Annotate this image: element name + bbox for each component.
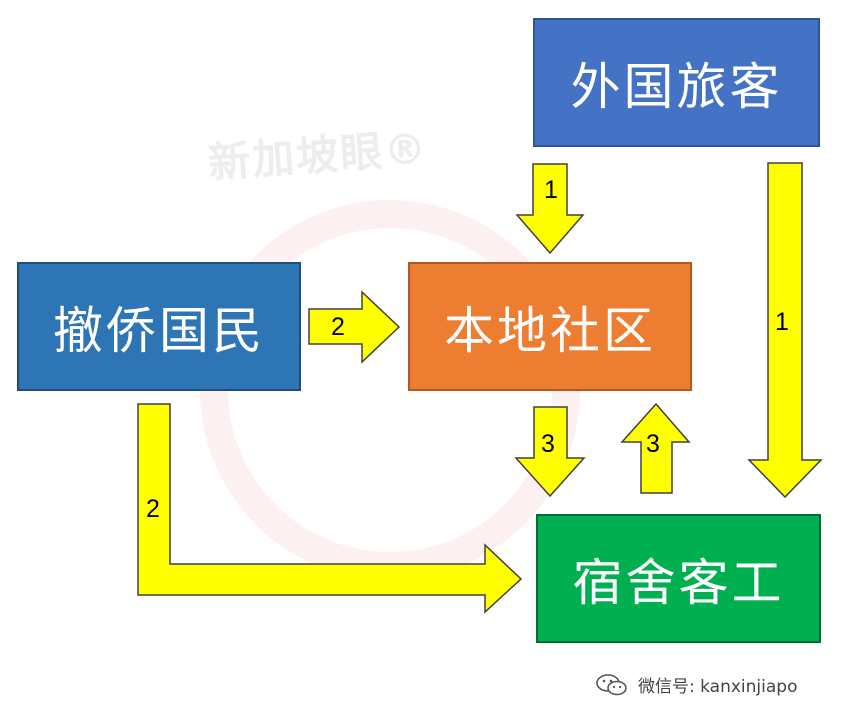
arrow-foreign-to-dorm [747,162,823,499]
wechat-id: 微信号: kanxinjiapo [638,677,798,697]
arrow-evac-to-local [308,290,401,364]
arrow-label-foreign-to-dorm: 1 [775,308,789,336]
wechat-credit: 微信号: kanxinjiapo [594,672,797,697]
node-local-community: 本地社区 [408,262,692,391]
arrow-dorm-to-local [620,402,691,494]
arrow-label-foreign-to-local: 1 [544,176,558,204]
arrow-label-evac-to-dorm: 2 [146,495,160,523]
node-dorm-workers: 宿舍客工 [536,514,821,643]
node-foreign-travelers: 外国旅客 [533,18,820,147]
arrow-foreign-to-local [515,163,585,255]
arrow-label-evac-to-local: 2 [331,313,345,341]
arrow-local-to-dorm [514,406,586,498]
arrow-label-dorm-to-local: 3 [646,430,660,458]
arrow-label-local-to-dorm: 3 [541,430,555,458]
node-evacuated-citizens: 撤侨国民 [17,262,301,391]
wechat-icon [596,673,627,695]
arrow-evac-to-dorm [137,403,523,614]
